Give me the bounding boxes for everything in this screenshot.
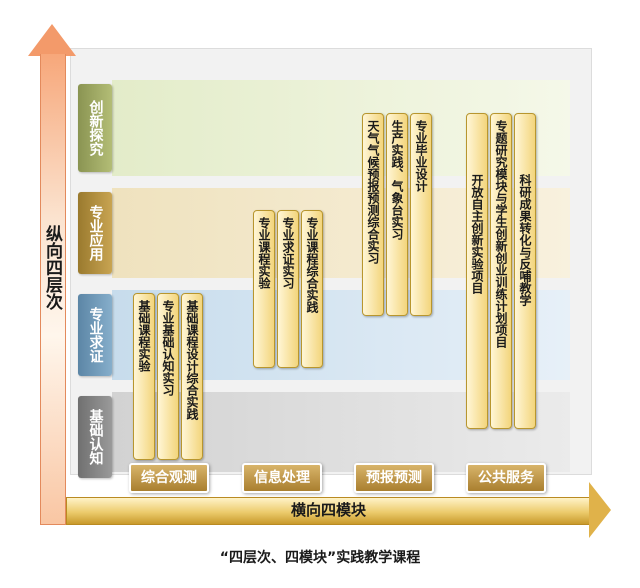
course-box: 天气气候预报预测综合实习	[362, 113, 384, 316]
course-box: 专业基础认知实习	[157, 293, 179, 460]
course-box: 专业课程综合实践	[301, 210, 323, 368]
horizontal-axis-label: 横向四模块	[290, 501, 366, 519]
horizontal-arrow	[66, 497, 592, 525]
course-box: 基础课程实验	[133, 293, 155, 460]
layer-label-innovation: 创新探究	[78, 84, 112, 172]
course-box: 专业课程实验	[253, 210, 275, 368]
layer-label-application: 专业应用	[78, 192, 112, 274]
module-forecasting: 预报预测	[354, 463, 434, 493]
module-observation: 综合观测	[129, 463, 209, 493]
figure-caption: “四层次、四模块”实践教学课程	[219, 550, 421, 566]
course-box: 生产实践、气象台实习	[386, 113, 408, 316]
course-box: 科研成果转化与反哺教学	[514, 113, 536, 429]
vertical-arrow	[40, 54, 66, 525]
vertical-axis-label: 纵向四层次	[42, 225, 62, 310]
module-service: 公共服务	[466, 463, 546, 493]
layer-label-basic: 基础认知	[78, 396, 112, 478]
course-box: 专业求证实习	[277, 210, 299, 368]
vertical-arrow-head	[28, 24, 76, 56]
course-box: 专题研究模块与学生创新创业训练计划项目	[490, 113, 512, 429]
course-box: 专业毕业设计	[410, 113, 432, 316]
layer-label-verification: 专业求证	[78, 294, 112, 376]
course-box: 开放自主创新实验项目	[466, 113, 488, 429]
horizontal-arrow-head	[589, 482, 611, 538]
module-processing: 信息处理	[242, 463, 322, 493]
course-box: 基础课程设计综合实践	[181, 293, 203, 460]
